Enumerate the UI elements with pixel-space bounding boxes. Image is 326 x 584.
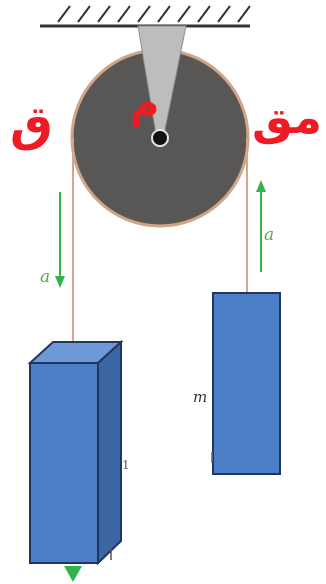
acceleration-arrow-right [256, 180, 266, 272]
accel-label-left: a [40, 267, 50, 287]
pulley-axle [151, 129, 169, 147]
accel-label-right: a [264, 225, 274, 245]
mass-label-left-partial: 1 [122, 458, 130, 472]
right-block [212, 292, 281, 475]
mass-label-right-partial: m [193, 388, 207, 406]
left-block-front [29, 362, 99, 564]
acceleration-arrow-left [55, 192, 65, 288]
weight-arrow-left [64, 566, 82, 582]
label-left-arabic: ق [10, 96, 53, 152]
label-right-arabic: مق [252, 90, 322, 144]
ceiling [40, 5, 251, 28]
left-block [27, 339, 124, 566]
left-block-side [97, 339, 122, 566]
label-middle-arabic: م [130, 81, 160, 127]
